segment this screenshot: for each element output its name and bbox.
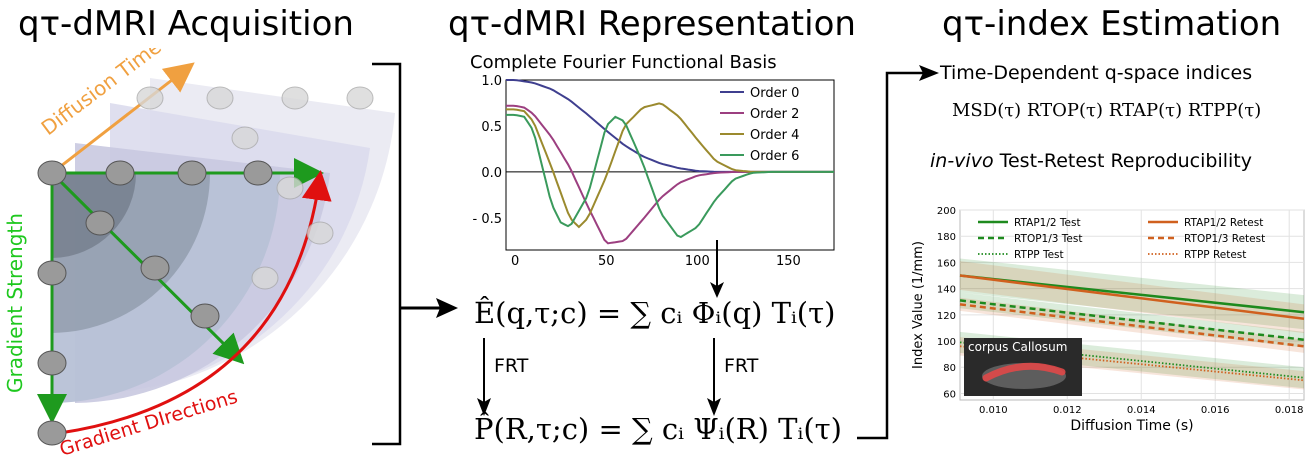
- series-line: [959, 303, 1305, 348]
- legend-label: RTOP1/3 Retest: [1184, 233, 1265, 245]
- reproducibility-title: in-vivo Test-Retest Reproducibility: [930, 150, 1252, 172]
- brain-thumbnail: [37, 350, 67, 376]
- legend-label: RTPP Retest: [1184, 249, 1246, 261]
- x-tick-label: 0.018: [1275, 405, 1304, 416]
- x-tick-label: 50: [598, 254, 615, 267]
- y-tick-label: 0.0: [481, 166, 502, 181]
- y-tick-label: 100: [937, 337, 956, 348]
- equation-E-lhs: Ê(q,τ;c) = ∑: [474, 296, 652, 330]
- equation-P: P̂(R,τ;c) = ∑ cᵢ Ψᵢ(R) Tᵢ(τ): [474, 412, 842, 446]
- series-line: [959, 345, 1305, 382]
- y-tick-label: 0.5: [481, 120, 502, 135]
- x-tick-label: 0.014: [1127, 405, 1156, 416]
- plot-frame: [505, 79, 835, 251]
- legend-label: RTAP1/2 Test: [1014, 217, 1081, 229]
- reproducibility-chart: 60 80 100 120 140 160 180 200 0.010 0.012 0.014 0.0…: [911, 206, 1305, 434]
- x-tick-label: 100: [685, 254, 710, 267]
- legend-label: Order 4: [750, 128, 799, 143]
- y-tick-label: 200: [937, 206, 956, 217]
- y-tick-label: 160: [937, 258, 956, 269]
- brain-thumbnail: [37, 420, 67, 446]
- series-line: [506, 113, 834, 239]
- acquisition-title: qτ-dMRI Acquisition: [18, 4, 354, 44]
- y-tick-label: 80: [943, 363, 956, 374]
- brain-thumbnails-faded: [136, 86, 374, 290]
- reproducibility-suffix: Test-Retest Reproducibility: [993, 150, 1252, 172]
- brain-thumbnails: [37, 160, 273, 446]
- y-tick-label: 60: [943, 389, 956, 400]
- gradient-strength-label: Gradient Strength: [3, 213, 27, 393]
- inset-label: corpus Callosum: [968, 340, 1067, 354]
- brain-thumbnail: [190, 303, 220, 329]
- legend-label: Order 0: [750, 86, 799, 101]
- x-tick-label: 0.012: [1053, 405, 1082, 416]
- equation-P-rhs: cᵢ Ψᵢ(R) Tᵢ(τ): [661, 412, 842, 446]
- series-line: [959, 341, 1305, 379]
- legend-label: RTOP1/3 Test: [1014, 233, 1082, 245]
- x-axis-label: Diffusion Time (s): [1070, 418, 1193, 434]
- brain-thumbnail: [243, 160, 273, 186]
- frt-arrow-left: [477, 338, 491, 416]
- equation-E: Ê(q,τ;c) = ∑ cᵢ Φᵢ(q) Tᵢ(τ): [474, 296, 835, 330]
- brain-thumbnail: [177, 160, 207, 186]
- y-axis-label: Index Value (1/mm): [911, 241, 926, 369]
- y-tick-label: 180: [937, 232, 956, 243]
- equation-E-rhs: cᵢ Φᵢ(q) Tᵢ(τ): [660, 296, 836, 330]
- legend-label: RTAP1/2 Retest: [1184, 217, 1263, 229]
- y-tick-label: - 0.5: [473, 212, 503, 227]
- basis-to-equation-arrow: [710, 240, 724, 298]
- legend-label: Order 6: [750, 149, 799, 164]
- reproducibility-prefix: in-vivo: [930, 150, 994, 172]
- acquisition-bracket: [372, 62, 458, 446]
- brain-thumbnail: [37, 260, 67, 286]
- equation-P-lhs: P̂(R,τ;c) = ∑: [474, 412, 653, 446]
- corpus-callosum-highlight: [982, 362, 1066, 382]
- x-tick-label: 150: [776, 254, 801, 267]
- x-tick-label: 0.010: [979, 405, 1008, 416]
- series-line: [959, 299, 1305, 341]
- x-tick-label: 0: [511, 254, 519, 267]
- y-tick-label: 1.0: [481, 74, 502, 89]
- indices-title: Time-Dependent q-space indices: [940, 62, 1253, 84]
- diffusion-time-arrow: [51, 62, 195, 175]
- x-tick-label: 0.016: [1201, 405, 1230, 416]
- basis-title: Complete Fourier Functional Basis: [470, 52, 777, 73]
- indices-list: MSD(τ) RTOP(τ) RTAP(τ) RTPP(τ): [952, 100, 1262, 121]
- y-tick-label: 140: [937, 285, 956, 296]
- brain-thumbnail: [140, 255, 170, 281]
- frt-arrow-right: [707, 338, 721, 416]
- series-line: [959, 274, 1305, 320]
- brain-thumbnail: [37, 160, 67, 186]
- frt-label-left: FRT: [494, 355, 529, 377]
- estimation-title: qτ-index Estimation: [942, 4, 1282, 44]
- y-tick-label: 120: [937, 311, 956, 322]
- legend-label: Order 2: [750, 107, 799, 122]
- legend-label: RTPP Test: [1014, 249, 1064, 261]
- basis-chart: 0 50 100 150 1.0 0.5 0.0 - 0.5 Order 0 Order 2 Ord…: [473, 74, 835, 267]
- representation-title: qτ-dMRI Representation: [448, 4, 856, 44]
- frt-label-right: FRT: [724, 355, 759, 377]
- acquisition-diagram: Diffusion Time Gradient Strength Gradien…: [3, 48, 395, 458]
- brain-thumbnail: [85, 210, 115, 236]
- brain-thumbnail: [105, 160, 135, 186]
- representation-to-estimation-connector: [857, 65, 939, 440]
